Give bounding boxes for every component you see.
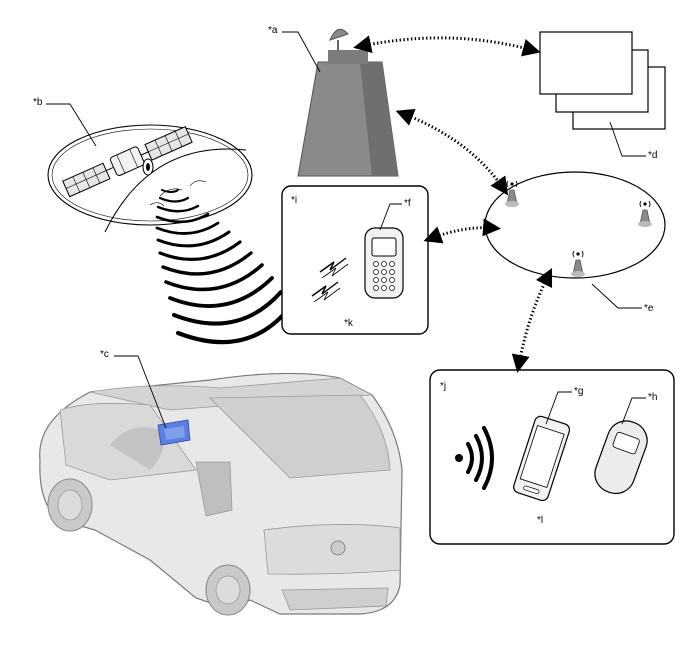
- label-i: *i: [291, 195, 297, 206]
- satellite-icon: [62, 126, 193, 198]
- satellite-orbit: [47, 124, 253, 233]
- cell-network: [484, 171, 666, 279]
- label-a: *a: [268, 25, 278, 36]
- smartphone-icon: [513, 415, 571, 502]
- wireless-signal-icon: [455, 426, 494, 490]
- radio-signal-icon: [311, 257, 349, 303]
- satellite-signal-waves: [155, 189, 293, 345]
- label-c: *c: [100, 349, 109, 360]
- mobile-router-icon: [594, 420, 648, 495]
- label-d: *d: [648, 150, 657, 161]
- callout-labels: *a *b *c *d *e *f *g *h *i *j *k *l: [33, 25, 657, 526]
- label-g: *g: [574, 386, 583, 397]
- label-h: *h: [648, 392, 657, 403]
- cell-tower-icon: [505, 180, 519, 207]
- label-l: *l: [537, 515, 543, 526]
- satellite-dish-icon: [329, 28, 349, 50]
- mobile-phone-icon: [364, 227, 404, 299]
- label-e: *e: [644, 303, 654, 314]
- cell-tower-icon: [571, 250, 585, 277]
- communication-arrows: [353, 35, 553, 373]
- minivan-icon: [39, 372, 403, 616]
- leader-lines: [46, 31, 646, 429]
- mobile-phone-panel: [281, 185, 429, 335]
- data-center-building: [297, 28, 399, 177]
- navigation-display-icon: [157, 419, 191, 446]
- label-j: *j: [440, 381, 446, 392]
- cell-tower-icon: [638, 200, 652, 227]
- smart-device-panel: [429, 369, 675, 545]
- label-f: *f: [404, 198, 411, 209]
- label-b: *b: [33, 97, 43, 108]
- server-pages: [539, 31, 666, 130]
- label-k: *k: [344, 318, 354, 329]
